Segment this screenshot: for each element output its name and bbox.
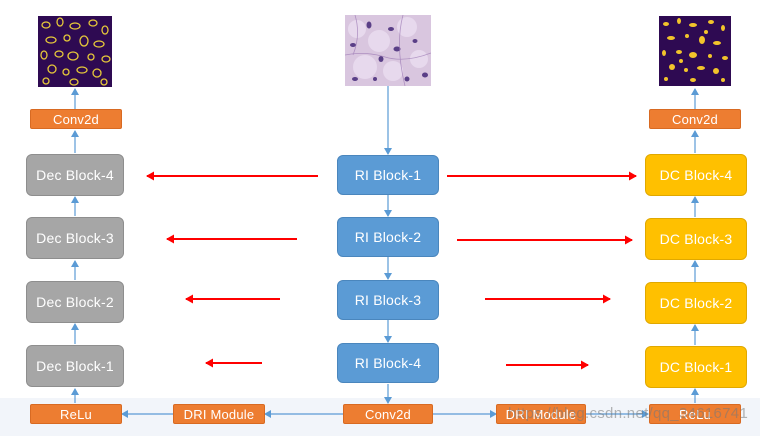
ri-block-4: RI Block-4 xyxy=(337,343,439,383)
dec-block-1: Dec Block-1 xyxy=(26,345,124,387)
ri-block-1: RI Block-1 xyxy=(337,155,439,195)
ri-block-2: RI Block-2 xyxy=(337,217,439,257)
dc-block-1: DC Block-1 xyxy=(645,346,747,388)
conv2d-right: Conv2d xyxy=(649,109,741,129)
dec-block-4: Dec Block-4 xyxy=(26,154,124,196)
dri-module-right: DRI Module xyxy=(496,404,586,424)
dec-block-2: Dec Block-2 xyxy=(26,281,124,323)
watermark-text: https://blog.csdn.net/qq_34616741 xyxy=(508,405,749,422)
nuclei-segmentation-image xyxy=(659,16,731,86)
conv2d-center: Conv2d xyxy=(343,404,433,424)
ri-block-3: RI Block-3 xyxy=(337,280,439,320)
histopathology-image xyxy=(345,15,431,86)
conv2d-left: Conv2d xyxy=(30,109,122,129)
relu-left: ReLu xyxy=(30,404,122,424)
relu-right: ReLu xyxy=(649,404,741,424)
dc-block-2: DC Block-2 xyxy=(645,282,747,324)
dc-block-3: DC Block-3 xyxy=(645,218,747,260)
dri-module-left: DRI Module xyxy=(173,404,265,424)
dec-block-3: Dec Block-3 xyxy=(26,217,124,259)
dc-block-4: DC Block-4 xyxy=(645,154,747,196)
contour-segmentation-image xyxy=(38,16,112,87)
